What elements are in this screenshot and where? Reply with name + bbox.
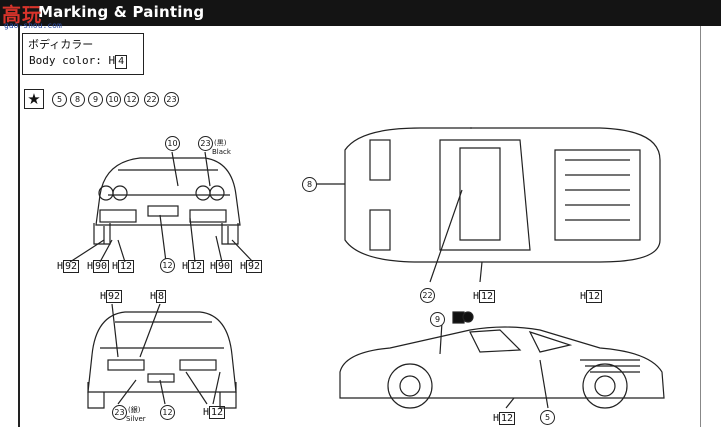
color-callout: 22	[144, 92, 159, 107]
front-view-drawing	[87, 303, 237, 409]
section-title: Marking & Painting	[38, 3, 205, 21]
front-note-cn: (銀)	[128, 406, 141, 414]
watermark-logo: 高玩 gao-shou.com	[2, 2, 72, 34]
front-note-en: Silver	[126, 415, 146, 423]
rear-view-drawing	[69, 151, 254, 263]
watermark-text: 高玩	[2, 4, 43, 26]
side-view-drawing	[339, 311, 665, 409]
color-callout: 5	[52, 92, 67, 107]
body-color-text: Body color:	[29, 54, 102, 67]
top-callout-8: 8	[302, 177, 317, 192]
color-callout: 23	[164, 92, 179, 107]
right-border	[700, 26, 701, 427]
top-callout-22: 22	[420, 288, 435, 303]
color-callout: 10	[106, 92, 121, 107]
watermark-url: gao-shou.com	[4, 21, 62, 30]
color-callout: 12	[124, 92, 139, 107]
section-header: Marking & Painting	[0, 0, 721, 26]
top-view-drawing	[317, 127, 661, 283]
body-color-h-prefix: H	[108, 54, 116, 67]
rear-callout-23: 23	[198, 136, 213, 151]
rear-note-cn: (黒)	[214, 139, 227, 147]
side-callout-9: 9	[430, 312, 445, 327]
body-color-code: 4	[115, 55, 128, 69]
left-border	[18, 26, 20, 427]
rear-callout-10: 10	[165, 136, 180, 151]
side-callout-5: 5	[540, 410, 555, 425]
star-icon: ★	[24, 89, 44, 109]
front-callout-12: 12	[160, 405, 175, 420]
rear-note-en: Black	[212, 148, 231, 156]
rear-callout-12: 12	[160, 258, 175, 273]
color-callout: 8	[70, 92, 85, 107]
body-color-jp-label: ボディカラー	[28, 38, 94, 51]
color-callout: 9	[88, 92, 103, 107]
front-callout-23: 23	[112, 405, 127, 420]
